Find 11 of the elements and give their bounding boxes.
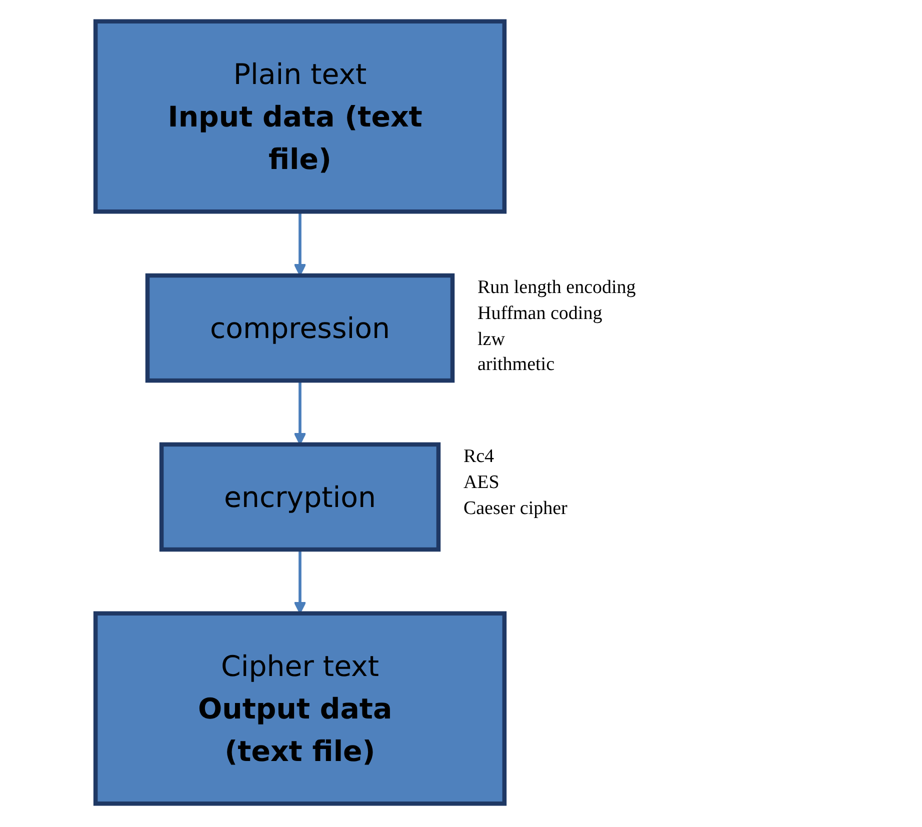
node-box: Plain text Input data (text file) bbox=[93, 19, 507, 214]
method-name: AES bbox=[463, 471, 500, 496]
method-name: lzw bbox=[477, 328, 506, 352]
method-name: Huffman coding bbox=[477, 302, 604, 326]
method-name: Run length encoding bbox=[477, 276, 636, 300]
method-name: arithmetic bbox=[477, 353, 556, 378]
method-name: Caeser cipher bbox=[463, 496, 568, 521]
node-box: Cipher text Output data (text file) bbox=[93, 611, 507, 806]
node-box: encryption bbox=[159, 442, 441, 552]
method-name: Rc4 bbox=[463, 445, 496, 470]
node-box: compression bbox=[145, 273, 455, 383]
